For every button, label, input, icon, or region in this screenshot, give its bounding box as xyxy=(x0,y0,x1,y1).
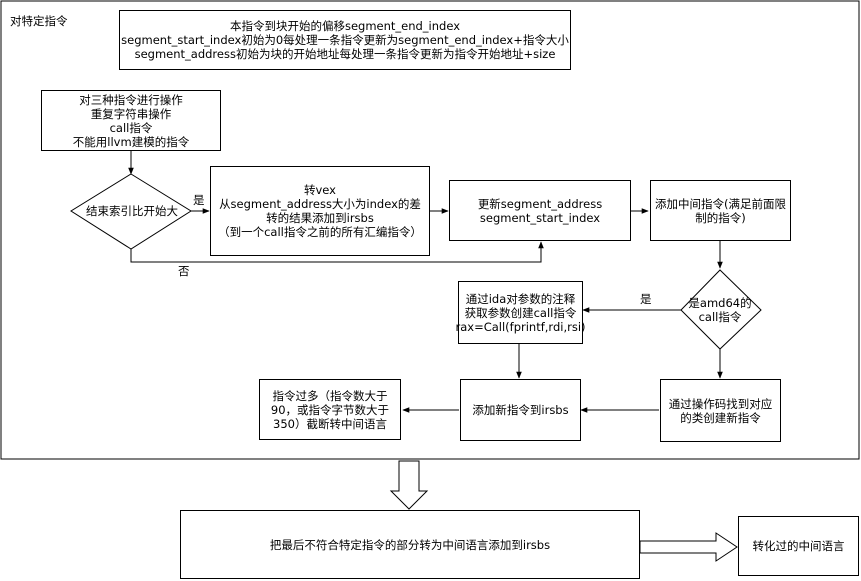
decision-index-label: 结束索引比开始大 xyxy=(86,204,178,218)
decision-index-diamond xyxy=(70,173,192,250)
decision-amd64-diamond xyxy=(680,269,762,350)
add-new-box: 添加新指令到irsbs xyxy=(460,379,581,441)
final-convert-box: 把最后不符合特定指令的部分转为中间语言添加到irsbs xyxy=(180,510,640,579)
edge-label-yes-amd64: 是 xyxy=(640,292,652,306)
add-middle-box: 添加中间指令(满足前面限 制的指令) xyxy=(650,180,791,241)
add-middle-text: 添加中间指令(满足前面限 制的指令) xyxy=(655,196,786,225)
hollow-arrow-down xyxy=(389,460,429,510)
convert-vex-box: 转vex 从segment_address大小为index的差 转的结果添加到i… xyxy=(210,166,430,256)
ida-comment-box: 通过ida对参数的注释 获取参数创建call指令 rax=Call(fprint… xyxy=(455,281,586,344)
edge-no-to-update xyxy=(130,241,544,263)
header-note-box: 本指令到块开始的偏移segment_end_index segment_star… xyxy=(119,10,571,70)
ops-box: 对三种指令进行操作 重复字符串操作 call指令 不能用llvm建模的指令 xyxy=(41,90,221,151)
add-new-text: 添加新指令到irsbs xyxy=(472,403,569,417)
opcode-find-text: 通过操作码找到对应 的类创建新指令 xyxy=(668,396,773,425)
opcode-find-box: 通过操作码找到对应 的类创建新指令 xyxy=(660,379,781,442)
final-convert-text: 把最后不符合特定指令的部分转为中间语言添加到irsbs xyxy=(269,537,551,552)
convert-vex-text: 转vex 从segment_address大小为index的差 转的结果添加到i… xyxy=(218,183,422,239)
container-title: 对特定指令 xyxy=(10,14,68,28)
container-frame xyxy=(0,0,860,460)
update-segment-text: 更新segment_address segment_start_index xyxy=(477,196,603,225)
too-many-text: 指令过多（指令数大于 90，或指令字节数大于 350）截断转中间语言 xyxy=(270,388,390,431)
edge-label-yes-index: 是 xyxy=(193,193,205,207)
ida-comment-text: 通过ida对参数的注释 获取参数创建call指令 rax=Call(fprint… xyxy=(455,291,586,334)
too-many-box: 指令过多（指令数大于 90，或指令字节数大于 350）截断转中间语言 xyxy=(259,379,401,440)
ops-text: 对三种指令进行操作 重复字符串操作 call指令 不能用llvm建模的指令 xyxy=(72,92,190,149)
update-segment-box: 更新segment_address segment_start_index xyxy=(449,180,631,241)
header-note-text: 本指令到块开始的偏移segment_end_index segment_star… xyxy=(121,19,569,61)
result-text: 转化过的中间语言 xyxy=(752,539,845,553)
result-box: 转化过的中间语言 xyxy=(738,516,859,576)
decision-amd64-label: 是amd64的 call指令 xyxy=(688,296,752,324)
edge-label-no-index: 否 xyxy=(178,264,190,278)
hollow-arrow-right xyxy=(639,532,738,562)
